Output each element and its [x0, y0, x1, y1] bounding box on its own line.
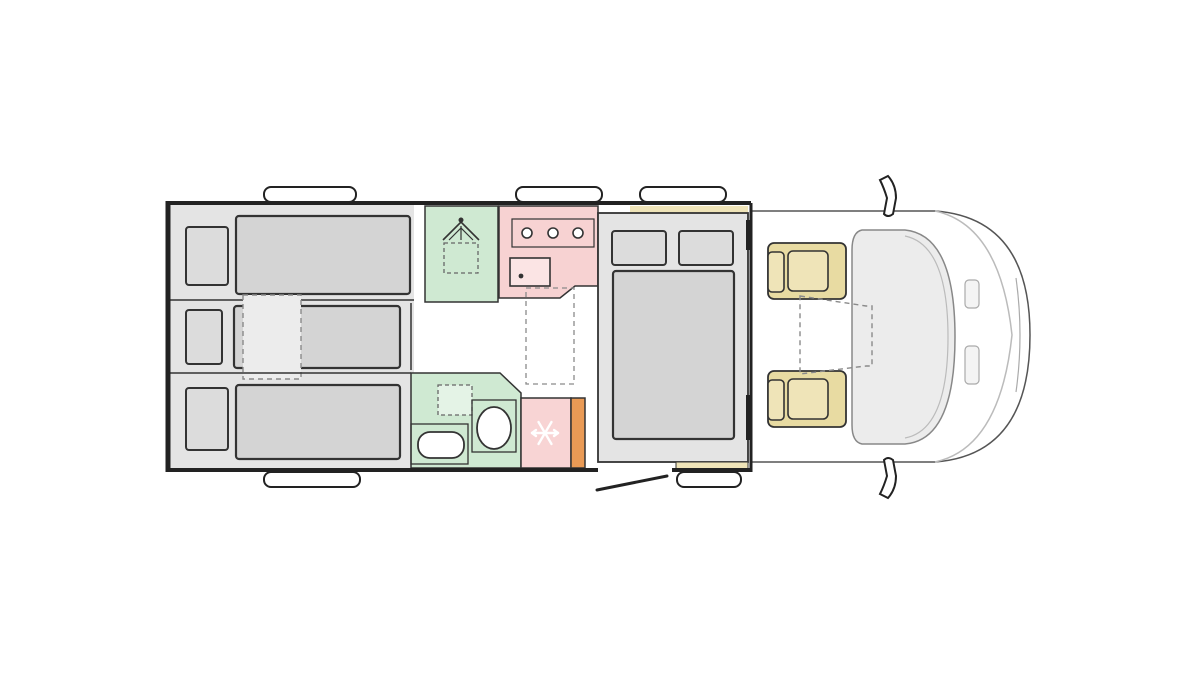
passenger-seat-cushion — [787, 378, 829, 420]
driver-seat-cushion — [787, 250, 829, 292]
bunk-middle — [185, 294, 402, 380]
grille-top — [964, 279, 980, 309]
bunk-top — [185, 214, 412, 296]
passenger-seat-arm — [767, 379, 785, 421]
grille-bottom — [964, 345, 980, 385]
driver-seat-arm — [767, 251, 785, 293]
pull-down-bed-outline — [799, 295, 873, 375]
windscreen-inner — [904, 235, 949, 439]
cab — [747, 174, 1031, 500]
window-top-rear — [263, 186, 357, 203]
bathroom-vent-outline — [437, 384, 473, 416]
bunk-ladder-outline — [242, 294, 302, 380]
windscreen — [851, 229, 956, 445]
bunk-top-mattress — [234, 214, 412, 296]
snowflake-icon — [530, 420, 560, 446]
door-icon — [595, 474, 669, 492]
roof-windows — [263, 186, 742, 488]
bed-mattress — [611, 269, 736, 441]
window-bottom-rear — [263, 471, 361, 488]
bed-pillow-right — [678, 230, 734, 266]
bunk-top-pillow — [185, 226, 229, 286]
washbasin-icon — [410, 423, 469, 465]
window-bottom-door — [676, 471, 742, 488]
hob-icon — [511, 218, 595, 248]
shower-icon — [442, 217, 480, 274]
bumper — [1015, 277, 1021, 393]
toilet-icon — [471, 399, 517, 453]
bunk-bottom — [185, 383, 402, 461]
mirror-icon — [878, 457, 898, 500]
bunk-bottom-pillow — [185, 387, 229, 451]
bunk-middle-pillow — [185, 309, 223, 365]
window-top-kitchen — [515, 186, 603, 203]
bunk-bottom-mattress — [234, 383, 402, 461]
bed-pillow-left — [611, 230, 667, 266]
seat-icon — [767, 242, 847, 300]
kitchen-top-trim — [630, 206, 748, 214]
bonnet-line — [934, 210, 1013, 463]
mirror-icon — [878, 174, 898, 217]
seat-icon — [767, 370, 847, 428]
shower-room — [424, 205, 499, 303]
sink-icon — [509, 257, 551, 287]
living-body — [165, 201, 753, 492]
window-top-bed — [639, 186, 727, 203]
fridge-trim — [570, 397, 586, 469]
